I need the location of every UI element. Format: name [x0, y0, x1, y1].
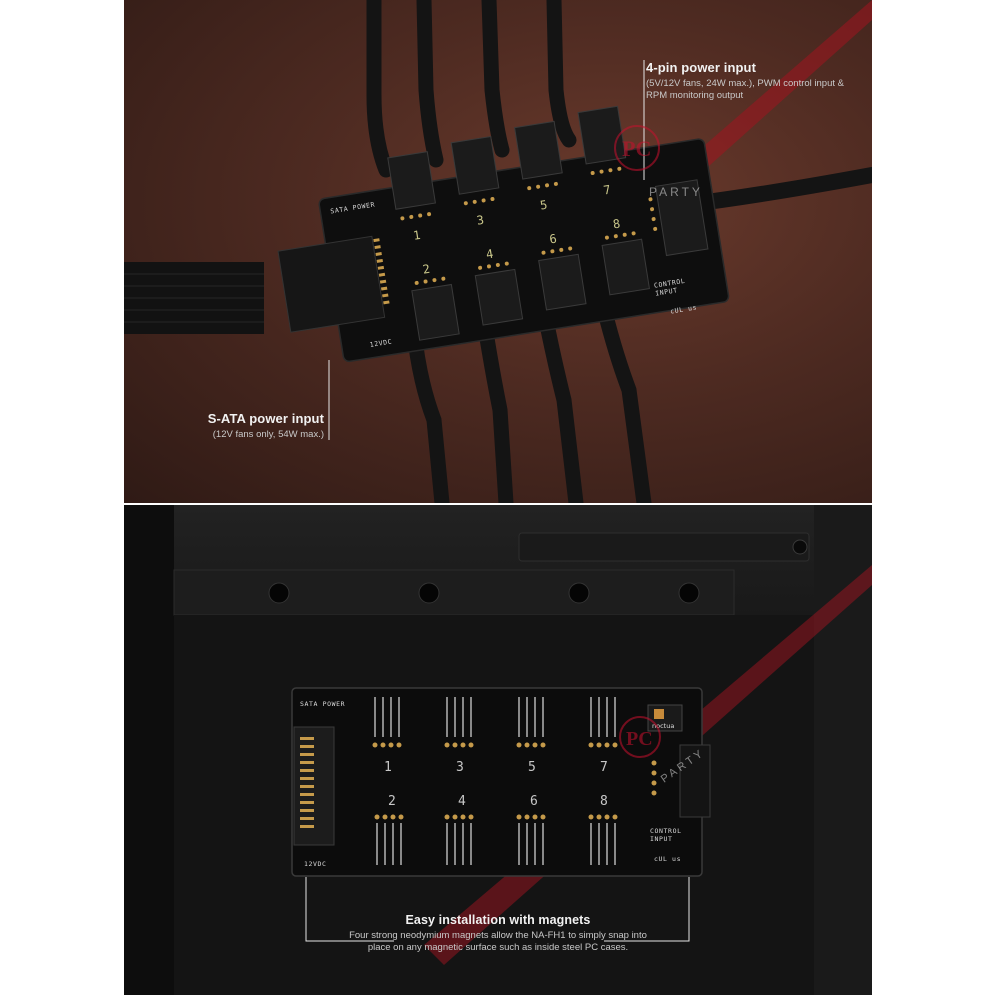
magnet-callout-lines	[305, 877, 690, 942]
sata-connector	[277, 235, 386, 333]
fan-hub-board: SATA POWER 12VDC CONTROLINPUT cUL us	[277, 105, 730, 363]
magnet-callout-description: Four strong neodymium magnets allow the …	[349, 930, 647, 953]
top-row-pins	[372, 742, 618, 748]
callout-lines-top	[328, 60, 645, 440]
top-row-connectors	[387, 105, 627, 210]
four-pin-callout-description: (5V/12V fans, 24W max.), PWM control inp…	[646, 78, 844, 101]
four-pin-callout-title: 4-pin power input	[646, 60, 757, 75]
port-number-2: 2	[422, 262, 431, 277]
sata-pins	[300, 737, 314, 828]
four-pin-input-pins	[651, 760, 657, 796]
svg-text:PC: PC	[622, 136, 651, 161]
port-number-2: 2	[388, 794, 396, 809]
case-bracket	[518, 532, 810, 562]
case-left-wall	[124, 505, 174, 995]
four-pin-callout: 4-pin power input (5V/12V fans, 24W max.…	[646, 60, 851, 101]
port-number-7: 7	[600, 760, 608, 775]
top-product-photo: SATA POWER 12VDC CONTROLINPUT cUL us	[124, 0, 872, 503]
port-number-5: 5	[528, 760, 536, 775]
sata-callout-description: (12V fans only, 54W max.)	[212, 429, 324, 440]
sata-callout: S-ATA power input (12V fans only, 54W ma…	[124, 411, 324, 441]
four-pin-input-connector	[654, 179, 709, 257]
bottom-row-headers	[376, 823, 616, 865]
magnet-callout-title: Easy installation with magnets	[405, 913, 591, 927]
port-number-1: 1	[384, 760, 392, 775]
port-number-5: 5	[539, 198, 548, 213]
fan-cables-top	[366, 0, 577, 178]
top-row-pins	[400, 166, 622, 221]
port-number-3: 3	[456, 760, 464, 775]
voltage-label: 12VDC	[304, 860, 327, 868]
four-pin-input-pins	[648, 197, 658, 231]
pc-party-watermark: PC PARTY	[614, 125, 703, 199]
rail-holes	[268, 582, 700, 604]
svg-text:PARTY: PARTY	[649, 185, 703, 199]
sata-cable-bundle	[124, 262, 264, 334]
port-number-8: 8	[612, 216, 621, 231]
bottom-row-connectors	[411, 238, 651, 341]
port-number-3: 3	[476, 213, 485, 228]
cert-mark: cUL us	[654, 855, 681, 863]
port-number-6: 6	[530, 794, 538, 809]
sata-power-label: SATA POWER	[300, 700, 345, 708]
sata-callout-title: S-ATA power input	[207, 411, 324, 426]
port-number-6: 6	[548, 232, 557, 247]
port-number-4: 4	[485, 247, 494, 262]
hub-photo-scene: SATA POWER 12VDC CONTROLINPUT cUL us	[124, 0, 872, 503]
bottom-row-pins	[414, 231, 636, 285]
port-number-7: 7	[602, 183, 611, 198]
port-number-4: 4	[458, 794, 466, 809]
magnet-callout: Easy installation with magnets Four stro…	[348, 913, 648, 953]
port-number-1: 1	[412, 228, 421, 243]
svg-text:PC: PC	[626, 728, 653, 750]
bracket-screw	[792, 539, 808, 555]
four-pin-input-connector	[679, 744, 711, 818]
noctua-owl-icon	[654, 709, 664, 719]
port-number-8: 8	[600, 794, 608, 809]
voltage-label: 12VDC	[369, 338, 393, 349]
sata-pins	[373, 238, 390, 305]
case-top-rail	[173, 569, 735, 616]
bottom-row-pins	[374, 814, 618, 820]
brand-label: noctua	[652, 722, 674, 730]
top-row-headers	[374, 697, 616, 737]
